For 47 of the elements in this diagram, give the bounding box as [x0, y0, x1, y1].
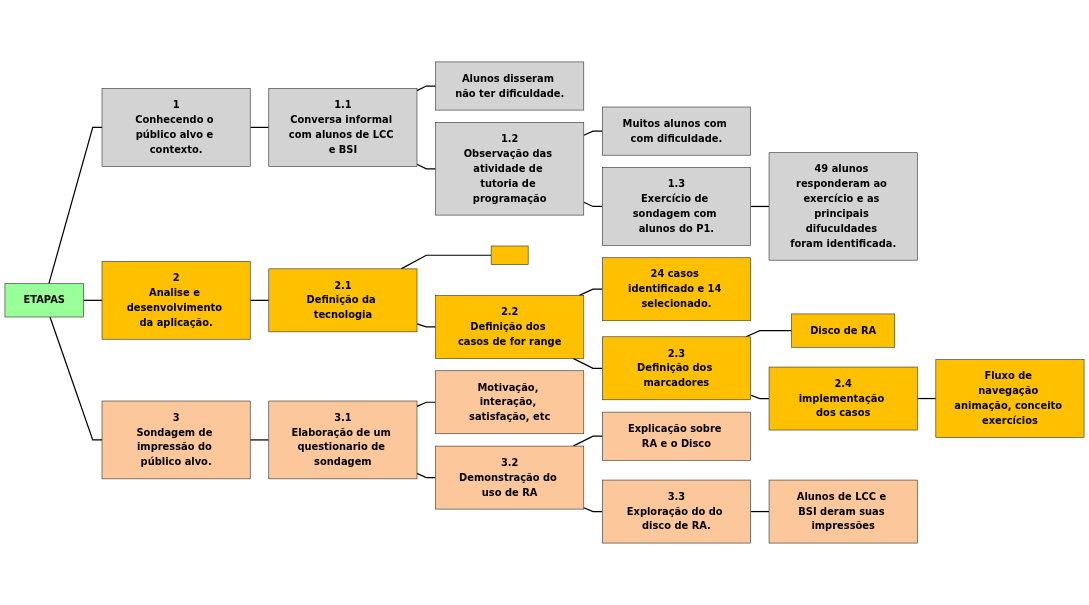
node-box: 3.1 Elaboração de um questionario de sondagem [268, 400, 418, 480]
node-box: 1.1 Conversa informal com alunos de LCC e BSI [268, 88, 418, 167]
node-box: 2.3 Definição dos marcadores [602, 336, 751, 401]
node-box: 3.3 Exploração do do disco de RA. [602, 479, 751, 544]
node-box: Disco de RA [791, 313, 896, 348]
node-box: 1.2 Observação das atividade de tutoria de programação [435, 122, 585, 216]
connector [578, 288, 603, 296]
connector [745, 330, 793, 338]
node-box: 2.1 Definição da tecnologia [268, 268, 418, 333]
node-box [490, 245, 529, 265]
connector [749, 205, 770, 208]
connector [249, 439, 270, 441]
connector [416, 323, 437, 328]
connector [583, 507, 603, 513]
connector [48, 126, 103, 285]
connector [49, 316, 103, 441]
node-box: 2.4 implementação dos casos [768, 366, 918, 431]
connector [249, 299, 270, 301]
connector [400, 254, 492, 270]
connector [416, 85, 437, 92]
connector [572, 357, 603, 369]
connector [416, 163, 437, 170]
node-box: 1 Conhecendo o público alvo e contexto. [101, 88, 251, 167]
node-box: 3 Sondagem de impressão do público alvo. [101, 400, 251, 480]
node-box: 24 casos identificado e 14 selecionado. [602, 257, 751, 322]
connector [749, 510, 770, 513]
node-box: Alunos disseram não ter dificuldade. [435, 61, 585, 111]
node-box: 49 alunos responderam ao exercício e as principais difuculdades foram identificada. [768, 152, 918, 261]
connector [572, 435, 603, 447]
node-box: 2.2 Definição dos casos de for range [435, 295, 585, 359]
node-box: Motivação, interação, satisfação, etc [435, 370, 585, 435]
connector [82, 299, 103, 301]
node-box: 3.2 Demonstração do uso de RA [435, 445, 585, 510]
connector [416, 401, 437, 408]
connector [416, 472, 437, 479]
node-box: Alunos de LCC e BSI deram suas impressões [768, 479, 918, 544]
connector [749, 394, 770, 400]
node-box: 1.3 Exercício de sondagem com alunos do P1. [602, 167, 751, 246]
connector [583, 201, 603, 208]
node-box: Fluxo de navegação animação, conceito exercícios [935, 359, 1085, 438]
connector [583, 130, 603, 136]
node-box: ETAPAS [4, 283, 84, 318]
connector [916, 397, 937, 400]
node-box: Muitos alunos com com dificuldade. [602, 106, 751, 156]
connector [249, 126, 270, 128]
node-box: 2 Analise e desenvolvimento da aplicação. [101, 261, 251, 340]
node-box: Explicação sobre RA e o Disco [602, 411, 751, 461]
